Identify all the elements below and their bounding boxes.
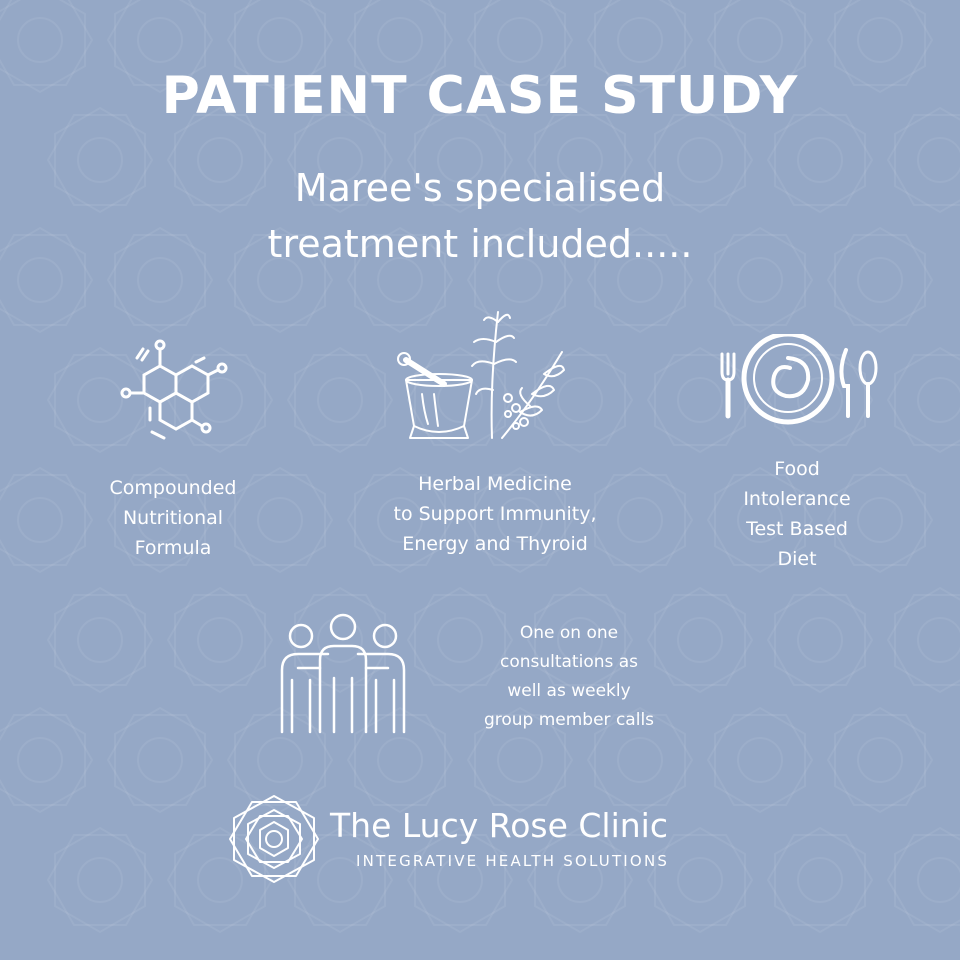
group-people-icon (280, 613, 406, 734)
brand-tagline: INTEGRATIVE HEALTH SOLUTIONS (356, 852, 670, 870)
subtitle-line-2: treatment included..... (267, 222, 693, 266)
page-subtitle: Maree's specialised treatment included..… (0, 160, 960, 272)
brand-name: The Lucy Rose Clinic (330, 806, 668, 845)
treatment-label-herbal-medicine: Herbal Medicine to Support Immunity, Ene… (393, 473, 597, 555)
treatment-label-nutritional-formula: Compounded Nutritional Formula (109, 477, 237, 559)
herbal-mortar-icon (397, 311, 565, 439)
subtitle-line-1: Maree's specialised (294, 166, 666, 210)
molecule-icon (120, 339, 228, 440)
page-title: PATIENT CASE STUDY (161, 66, 799, 126)
treatment-label-food-intolerance-diet: Food Intolerance Test Based Diet (743, 458, 851, 570)
rose-logo-icon (229, 795, 319, 883)
treatment-label-consultations: One on one consultations as well as week… (483, 623, 655, 730)
plate-cutlery-icon (720, 334, 878, 425)
